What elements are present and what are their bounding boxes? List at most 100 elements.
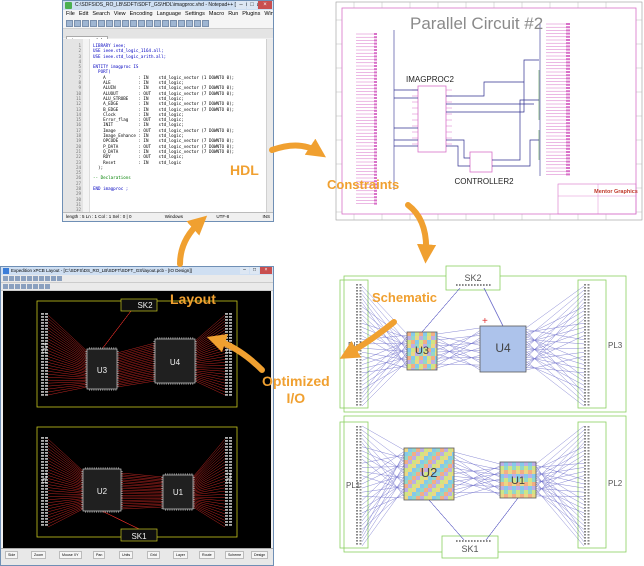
replace-icon[interactable] [162, 20, 169, 27]
menu-settings[interactable]: Settings [185, 11, 205, 17]
close-button[interactable]: × [258, 1, 272, 9]
tool-c-icon[interactable] [15, 284, 20, 289]
status-grid[interactable]: Grid [147, 551, 160, 559]
connector-pad [41, 313, 44, 315]
play-macro-icon[interactable] [202, 20, 209, 27]
tool-g-icon[interactable] [39, 284, 44, 289]
status-layer[interactable]: Layer [173, 551, 188, 559]
tool-b-icon[interactable] [9, 284, 14, 289]
save-icon[interactable] [82, 20, 89, 27]
menu-window[interactable]: Window [264, 11, 274, 17]
tool-layer-icon[interactable] [39, 276, 44, 281]
menu-encoding[interactable]: Encoding [129, 11, 153, 17]
copy-icon[interactable] [122, 20, 129, 27]
tool-zoom-icon[interactable] [21, 276, 26, 281]
tool-route-icon[interactable] [9, 276, 14, 281]
chip-cell [516, 478, 520, 482]
menu-view[interactable]: View [113, 11, 126, 17]
menu-language[interactable]: Language [156, 11, 182, 17]
net-pl2-u1 [535, 471, 585, 483]
route-pl2-u1 [192, 505, 226, 524]
layout-titlebar[interactable]: Expedition xPCB Layout - [C:\SDFS\DS_RO_… [1, 267, 273, 275]
maximize-button[interactable]: □ [247, 1, 257, 9]
chip-cell [496, 350, 500, 354]
io-pin [356, 314, 358, 316]
code-text[interactable]: LIBRARY ieee;USE ieee.std_logic_1164.all… [90, 39, 273, 213]
route-pl3-u4 [194, 374, 226, 384]
wrap-icon[interactable] [186, 20, 193, 27]
menu-search[interactable]: Search [92, 11, 110, 17]
record-macro-icon[interactable] [194, 20, 201, 27]
tool-e-icon[interactable] [27, 284, 32, 289]
status-route[interactable]: Route [199, 551, 215, 559]
status-design[interactable]: Design [251, 551, 269, 559]
zoom-in-icon[interactable] [170, 20, 177, 27]
right-port-pin [566, 90, 570, 93]
tool-fit-icon[interactable] [27, 276, 32, 281]
fold-margin[interactable] [83, 39, 90, 213]
io-pin [359, 326, 362, 328]
floor-sk1-label: SK1 [461, 544, 478, 554]
status-scheme[interactable]: Scheme [225, 551, 245, 559]
cut-icon[interactable] [114, 20, 121, 27]
connector-pad [45, 340, 48, 342]
close-file-icon[interactable] [98, 20, 105, 27]
pcb-canvas[interactable]: SK2 SK1 U3 U4 U2 U1 PL4 PL3 PL1 PL2 [3, 291, 271, 549]
menu-file[interactable]: File [66, 11, 75, 17]
menu-plugins[interactable]: Plugins [242, 11, 261, 17]
chip-cell [407, 332, 411, 336]
tool-drc-icon[interactable] [45, 276, 50, 281]
io-pin [587, 389, 590, 391]
paste-icon[interactable] [130, 20, 137, 27]
io-pin [587, 468, 590, 470]
ic-pad [87, 511, 89, 513]
notepad-titlebar[interactable]: C:\SDFS\DS_RO_LB\SDFT\SDFT_GS\HDL\imagpr… [63, 1, 273, 10]
tool-d-icon[interactable] [21, 284, 26, 289]
tool-f-icon[interactable] [33, 284, 38, 289]
connector-pad [229, 506, 232, 508]
layout-maximize-button[interactable]: □ [250, 267, 259, 274]
menu-macro[interactable]: Macro [208, 11, 225, 17]
chip-cell [436, 488, 440, 492]
tool-place-icon[interactable] [15, 276, 20, 281]
io-pin [587, 525, 590, 527]
io-pin [359, 438, 362, 440]
tool-undo-icon[interactable] [57, 276, 62, 281]
redo-icon[interactable] [146, 20, 153, 27]
status-units[interactable]: Units [119, 551, 134, 559]
io-pin [356, 438, 358, 440]
undo-icon[interactable] [138, 20, 145, 27]
status-side[interactable]: Side [5, 551, 19, 559]
vertical-scrollbar[interactable] [266, 39, 273, 213]
zoom-out-icon[interactable] [178, 20, 185, 27]
ic-pad [81, 471, 83, 472]
io-pin [356, 305, 358, 307]
open-file-icon[interactable] [74, 20, 81, 27]
connector-pad [225, 382, 228, 384]
minimize-button[interactable]: – [236, 1, 246, 9]
status-zoom[interactable]: Zoom [31, 551, 47, 559]
menu-edit[interactable]: Edit [78, 11, 89, 17]
status-mouse-xy[interactable]: Mouse XY [59, 551, 82, 559]
layout-minimize-button[interactable]: – [240, 267, 249, 274]
find-icon[interactable] [154, 20, 161, 27]
status-pan[interactable]: Pan [93, 551, 106, 559]
io-pin [584, 302, 586, 304]
ic-pad [121, 504, 123, 505]
net-pl2-u1 [535, 489, 585, 547]
print-icon[interactable] [106, 20, 113, 27]
chip-cell [528, 466, 532, 470]
chip-cell [432, 452, 436, 456]
chip-cell [435, 364, 437, 368]
save-all-icon[interactable] [90, 20, 97, 27]
tool-display-icon[interactable] [51, 276, 56, 281]
tool-grid-icon[interactable] [33, 276, 38, 281]
tool-h-icon[interactable] [45, 284, 50, 289]
tool-a-icon[interactable] [3, 284, 8, 289]
layout-close-button[interactable]: × [260, 267, 272, 274]
tool-select-icon[interactable] [3, 276, 8, 281]
new-file-icon[interactable] [66, 20, 73, 27]
io-pin [587, 392, 590, 394]
menu-run[interactable]: Run [228, 11, 239, 17]
